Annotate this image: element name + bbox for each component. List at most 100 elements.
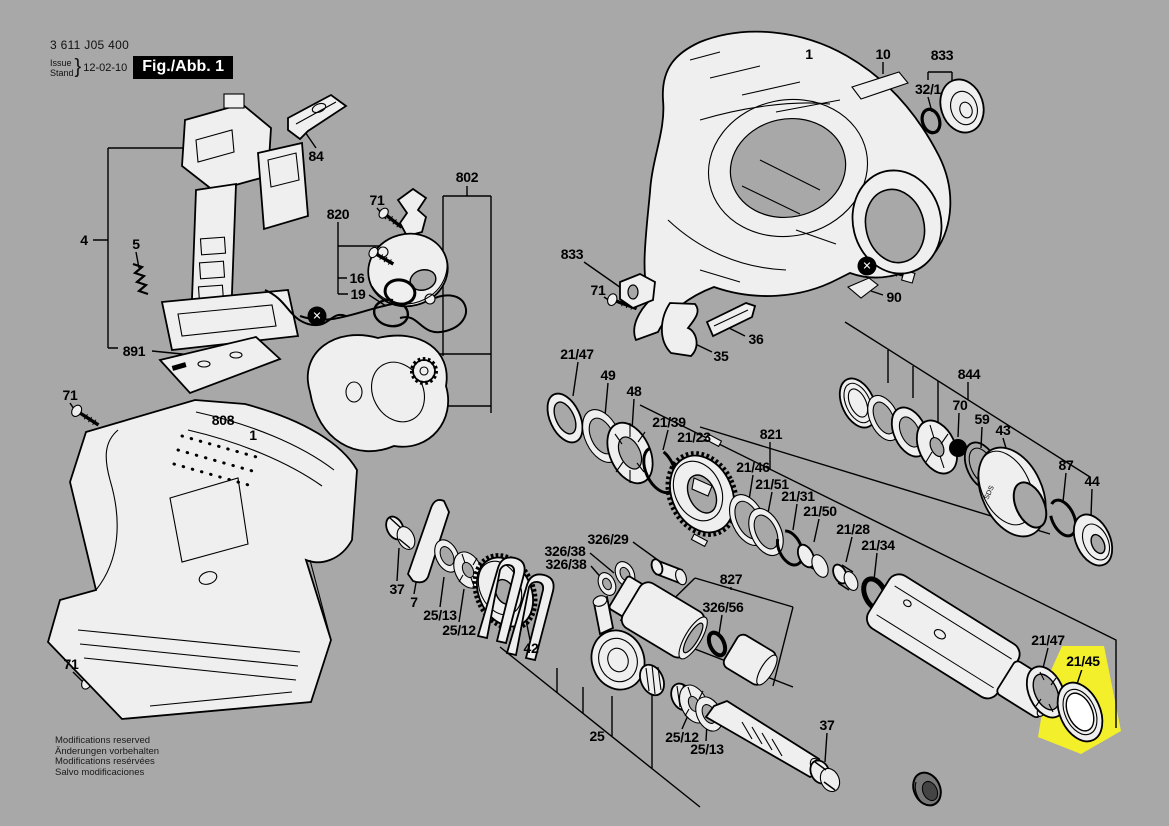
part-label-21-39: 21/39 <box>652 414 686 430</box>
part-label-25-13: 25/13 <box>690 741 724 757</box>
assembly-x-marker-2: ✕ <box>857 256 877 276</box>
part-label-59: 59 <box>974 411 990 427</box>
ball-70 <box>949 439 967 457</box>
part-label-844: 844 <box>957 366 981 382</box>
part-label-808: 808 <box>211 412 235 428</box>
striker <box>722 633 778 686</box>
part-label-71: 71 <box>62 387 78 403</box>
part-label-4: 4 <box>80 232 88 248</box>
part-label-71: 71 <box>369 192 385 208</box>
part-label-891: 891 <box>122 343 146 359</box>
part-label-48: 48 <box>626 383 642 399</box>
key-21-23 <box>704 433 723 448</box>
ring-21-47-front <box>1025 665 1067 719</box>
roller-21-50 <box>796 543 829 578</box>
notice-line: Salvo modificaciones <box>55 766 145 778</box>
part-label-21-45[interactable]: 21/45 <box>1063 652 1103 670</box>
part-label-25: 25 <box>589 728 605 744</box>
motor-cover-group <box>367 187 449 328</box>
o-ring-32-1 <box>920 107 942 135</box>
gear-train <box>546 392 889 612</box>
issue-date: 12-02-10 <box>83 61 128 74</box>
pin-36 <box>705 302 757 338</box>
nut-833 <box>619 273 656 310</box>
part-label-21-51: 21/51 <box>755 476 789 492</box>
part-label-25-12: 25/12 <box>442 622 476 638</box>
guide-sleeve-827 <box>608 575 708 660</box>
part-label-802: 802 <box>455 169 479 185</box>
base-plate <box>158 336 282 395</box>
issue-stand-label: Issue Stand <box>50 57 74 78</box>
housing-left <box>46 399 358 720</box>
part-label-820: 820 <box>326 206 350 222</box>
part-label-5: 5 <box>132 236 140 252</box>
damper-group-844: SDS <box>838 377 1114 567</box>
part-label-16: 16 <box>349 270 365 286</box>
fork-42 <box>476 556 555 662</box>
lever-35 <box>660 302 699 357</box>
part-label-37: 37 <box>389 581 405 597</box>
part-label-833: 833 <box>560 246 584 262</box>
gear-wheel-821 <box>665 451 739 537</box>
part-label-21-34: 21/34 <box>861 537 895 553</box>
rubber-boot-43: SDS <box>977 446 1048 538</box>
spring <box>132 262 149 296</box>
document-number: 3 611 J05 400 <box>50 38 130 52</box>
part-label-43: 43 <box>995 422 1011 438</box>
brace-glyph: } <box>74 56 82 78</box>
part-label-25-12: 25/12 <box>665 729 699 745</box>
ratchet-washer-48 <box>606 421 654 485</box>
key-21-23b <box>690 533 709 548</box>
o-ring-16 <box>383 278 417 306</box>
assembly-x-marker-1: ✕ <box>307 306 327 326</box>
part-label-21-50: 21/50 <box>803 503 837 519</box>
part-label-821: 821 <box>759 426 783 442</box>
part-label-21-31: 21/31 <box>781 488 815 504</box>
part-label-10: 10 <box>875 46 891 62</box>
part-label-71: 71 <box>63 656 79 672</box>
part-label-326-56: 326/56 <box>702 599 744 615</box>
part-label-87: 87 <box>1058 457 1074 473</box>
part-label-1: 1 <box>805 46 813 62</box>
o-ring-326-56 <box>706 630 728 658</box>
part-label-21-47: 21/47 <box>560 346 594 362</box>
part-label-326-38: 326/38 <box>545 556 587 572</box>
part-label-7: 7 <box>410 594 418 610</box>
sds-sleeve <box>912 771 942 807</box>
title-block: 3 611 J05 400 Issue Stand } 12-02-10 Fig… <box>50 38 234 79</box>
ring-21-45-highlighted[interactable] <box>1049 675 1111 748</box>
belt-clip <box>287 93 348 141</box>
bearing-37a <box>385 515 416 550</box>
sticker-10 <box>851 71 909 100</box>
part-label-833: 833 <box>930 47 954 63</box>
figure-badge: Fig./Abb. 1 <box>133 56 234 79</box>
notice-line: Modifications reserved <box>55 735 151 746</box>
part-label-36: 36 <box>748 331 764 347</box>
disc-washer <box>915 419 959 475</box>
part-label-21-47: 21/47 <box>1031 632 1065 648</box>
crank-bearing <box>590 595 646 691</box>
part-label-90: 90 <box>886 289 902 305</box>
pin-326-29 <box>650 558 687 586</box>
part-label-32-1: 32/1 <box>914 81 942 97</box>
part-label-326-29: 326/29 <box>587 531 629 547</box>
crank-group <box>385 499 942 807</box>
part-label-19: 19 <box>350 286 366 302</box>
notice-line: Änderungen vorbehalten <box>55 745 160 757</box>
part-label-21-28: 21/28 <box>836 521 870 537</box>
end-cap-833 <box>920 78 985 135</box>
modifications-notice: Modifications reserved Änderungen vorbeh… <box>55 735 160 778</box>
cap-44 <box>1072 513 1114 567</box>
part-label-25-13: 25/13 <box>423 607 457 623</box>
part-label-84: 84 <box>308 148 324 164</box>
part-label-42: 42 <box>523 640 539 656</box>
switch-module <box>160 93 467 351</box>
part-label-37: 37 <box>819 717 835 733</box>
clip-90 <box>846 277 879 299</box>
snap-ring-19 <box>372 298 410 328</box>
snap-ring-87 <box>1048 498 1078 538</box>
part-label-827: 827 <box>719 571 743 587</box>
bearing-37b <box>809 759 841 793</box>
